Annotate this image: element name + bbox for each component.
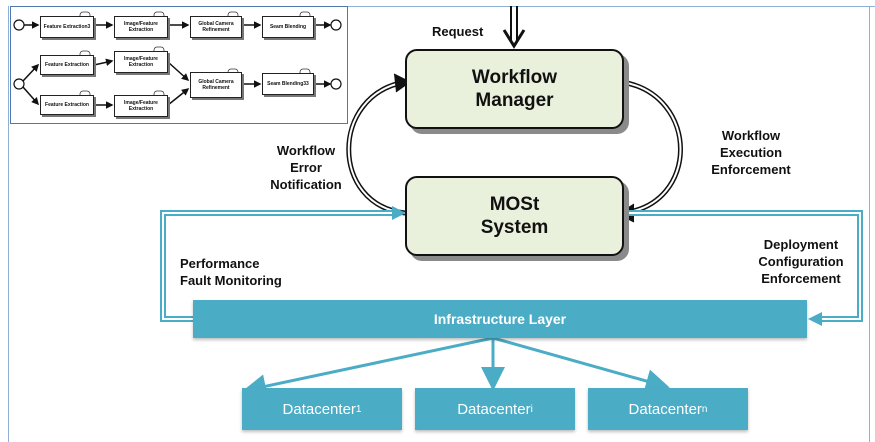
execution-enforcement-label: Workflow Execution Enforcement: [699, 127, 803, 178]
inset-box-global-camera-2: Global Camera Refinement: [190, 72, 242, 98]
inset-box-feature-extraction3: Feature Extraction3: [40, 16, 94, 38]
error-notification-line1: Workflow: [276, 143, 336, 158]
request-arrow: [502, 6, 526, 49]
performance-monitoring-line1: Performance: [180, 256, 260, 271]
most-system-box: MOSt System: [405, 176, 624, 256]
execution-enforcement-line2: Execution: [719, 145, 783, 160]
infrastructure-layer-bar: Infrastructure Layer: [193, 300, 807, 338]
execution-enforcement-arrow: [616, 79, 683, 223]
most-system-line2: System: [480, 217, 549, 238]
deployment-loop-arrow: [622, 210, 863, 326]
execution-enforcement-line3: Enforcement: [711, 162, 791, 177]
deployment-enforcement-label: Deployment Configuration Enforcement: [745, 236, 857, 287]
inset-box-global-camera-1: Global Camera Refinement: [190, 16, 242, 38]
infrastructure-layer-label: Infrastructure Layer: [433, 311, 567, 327]
inset-box-image-feature-1: Image/Feature Extraction: [114, 16, 168, 38]
datacenter-1-subscript: 1: [355, 403, 362, 415]
most-system-line1: MOSt: [489, 194, 540, 215]
datacenter-arrows: [242, 336, 670, 399]
error-notification-line3: Notification: [270, 177, 342, 192]
inset-box-seam-blending33: Seam Blending33: [262, 73, 314, 95]
datacenter-n-subscript: n: [701, 403, 708, 415]
deployment-enforcement-line1: Deployment: [763, 237, 839, 252]
deployment-enforcement-line2: Configuration: [758, 254, 844, 269]
monitoring-loop-arrow: [160, 206, 406, 322]
inset-box-image-feature-b: Image/Feature Extraction: [114, 95, 168, 117]
workflow-manager-box: Workflow Manager: [405, 49, 624, 129]
error-notification-label: Workflow Error Notification: [256, 142, 356, 193]
execution-enforcement-line1: Workflow: [721, 128, 781, 143]
request-label: Request: [432, 24, 484, 39]
frame-left-line: [8, 6, 9, 442]
inset-box-feature-extraction-a: Feature Extraction: [40, 55, 94, 75]
datacenter-i-subscript: i: [530, 403, 533, 415]
inset-box-seam-blending: Seam Blending: [262, 16, 314, 38]
workflow-inset: Feature Extraction3 Image/Feature Extrac…: [10, 6, 348, 124]
performance-monitoring-label: Performance Fault Monitoring: [180, 255, 282, 289]
frame-top-line: [346, 6, 875, 7]
datacenter-1-name: Datacenter: [282, 400, 356, 418]
error-notification-line2: Error: [290, 160, 322, 175]
frame-right-line: [869, 6, 870, 442]
performance-monitoring-line2: Fault Monitoring: [180, 273, 282, 288]
datacenter-i-name: Datacenter: [457, 400, 531, 418]
workflow-manager-line1: Workflow: [471, 67, 558, 88]
inset-box-feature-extraction-b: Feature Extraction: [40, 95, 94, 115]
datacenter-n-name: Datacenter: [628, 400, 702, 418]
inset-box-image-feature-a: Image/Feature Extraction: [114, 51, 168, 73]
workflow-manager-line2: Manager: [475, 90, 554, 111]
deployment-enforcement-line3: Enforcement: [761, 271, 841, 286]
error-notification-arrow: [346, 73, 411, 216]
